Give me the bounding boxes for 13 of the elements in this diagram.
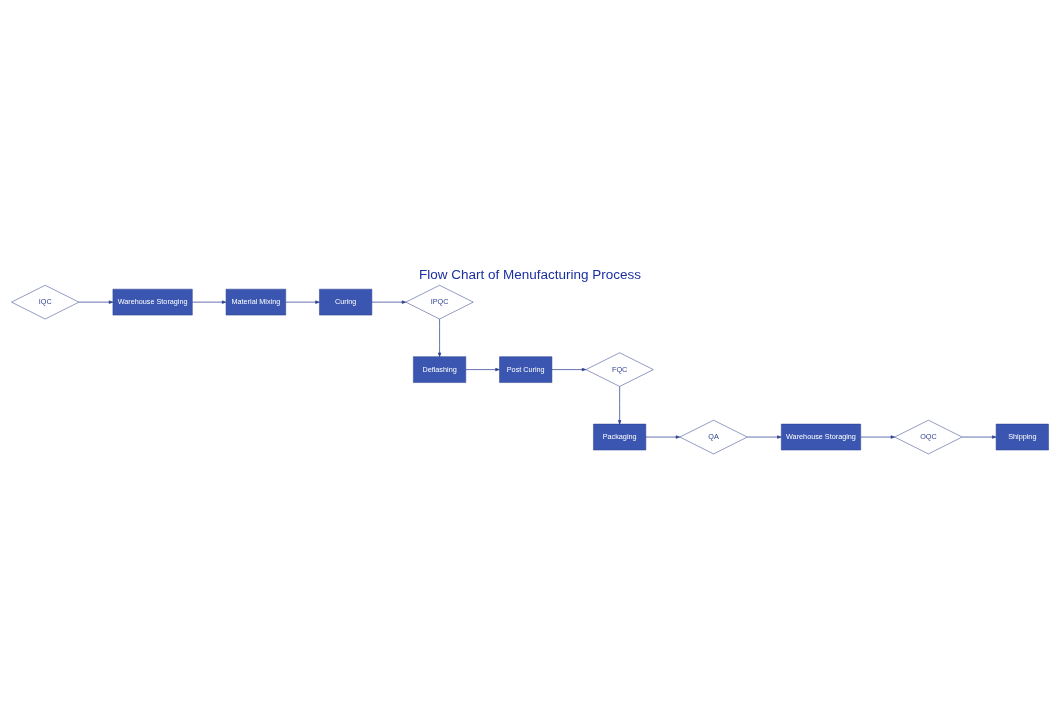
arrow xyxy=(645,435,681,439)
arrow xyxy=(192,300,227,304)
arrow xyxy=(371,300,407,304)
arrow xyxy=(961,435,997,439)
arrow xyxy=(860,435,895,439)
arrow xyxy=(285,300,320,304)
diagram-title: Flow Chart of Menufacturing Process xyxy=(419,266,641,282)
arrow xyxy=(618,386,622,425)
arrow xyxy=(465,367,500,372)
arrow xyxy=(551,367,587,372)
arrow xyxy=(746,435,782,439)
arrow xyxy=(437,318,442,357)
arrow xyxy=(78,300,114,304)
